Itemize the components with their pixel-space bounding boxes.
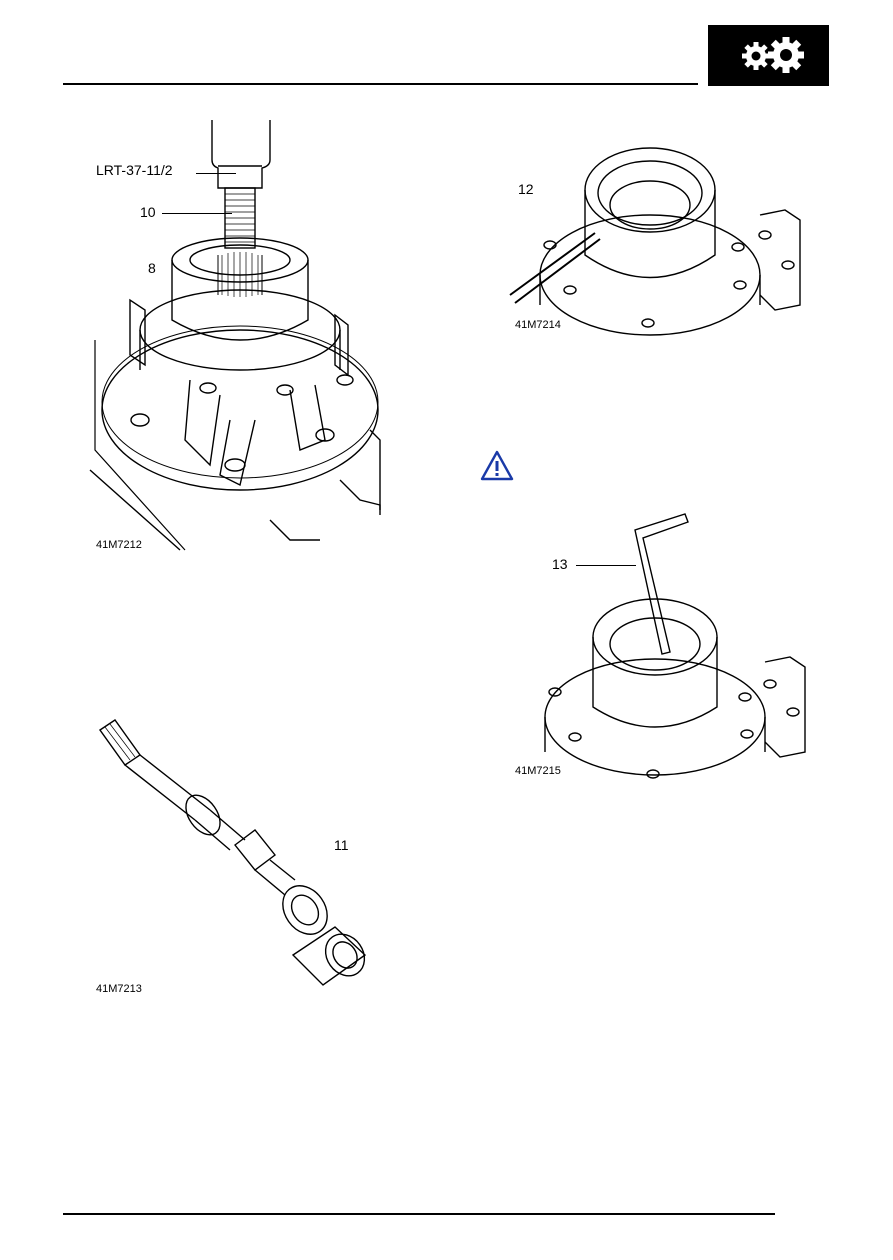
leader-10 <box>162 213 232 214</box>
callout-11: 11 <box>334 837 349 853</box>
figure-41m7215 <box>515 512 806 782</box>
figure-caption: 41M7212 <box>96 539 142 551</box>
figure-caption: 41M7214 <box>515 319 561 331</box>
warning-triangle-icon <box>480 450 514 482</box>
figure-caption: 41M7213 <box>96 983 142 995</box>
header-rule <box>63 83 698 85</box>
callout-8: 8 <box>148 260 156 276</box>
callout-tool-lrt: LRT-37-11/2 <box>96 162 173 178</box>
leader-tool <box>196 173 236 174</box>
figure-caption: 41M7215 <box>515 765 561 777</box>
gear-pair-icon <box>742 37 804 73</box>
callout-13: 13 <box>552 556 568 572</box>
figure-41m7212 <box>89 120 390 551</box>
leader-13 <box>576 565 636 566</box>
callout-10: 10 <box>140 204 156 220</box>
callout-12: 12 <box>518 181 534 197</box>
figure-41m7213 <box>95 715 380 1000</box>
section-badge <box>708 25 829 86</box>
figure-41m7214 <box>509 135 802 336</box>
footer-rule <box>63 1213 775 1215</box>
